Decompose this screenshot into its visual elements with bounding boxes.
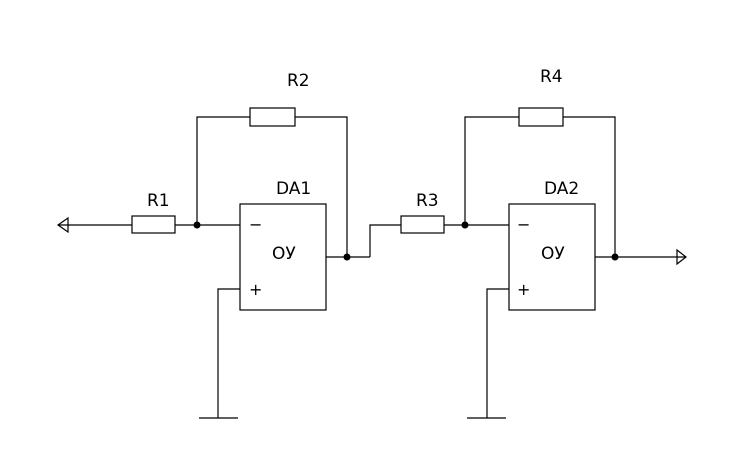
da2-plus-wire: [486, 288, 509, 418]
wire-r2-left: [196, 116, 250, 225]
da1-body-text: ОУ: [272, 244, 296, 264]
junction-node-2: [343, 253, 351, 261]
da1-plus-sign: +: [249, 280, 262, 299]
da2-minus-sign: −: [517, 215, 530, 234]
da1-minus-sign: −: [249, 215, 262, 234]
da2-label: DA2: [544, 179, 579, 199]
wire-r2-right: [295, 116, 348, 257]
da2-plus-sign: +: [517, 280, 530, 299]
wire-to-r3: [369, 224, 401, 257]
resistor-r2-label: R2: [287, 71, 310, 91]
da2-body-text: ОУ: [541, 244, 565, 264]
junction-node-4: [611, 253, 619, 261]
da1-plus-wire: [217, 288, 240, 418]
resistor-r4: [518, 107, 564, 127]
resistor-r3-label: R3: [416, 191, 439, 211]
output-arrow-icon: [676, 248, 687, 266]
resistor-r2: [249, 107, 296, 127]
wire-r4-right: [563, 116, 616, 257]
opamp-da2: [508, 203, 596, 311]
wire-r4-left: [464, 116, 519, 225]
resistor-r1-label: R1: [147, 191, 170, 211]
resistor-r1: [131, 215, 176, 234]
resistor-r3: [400, 215, 445, 234]
resistor-r4-label: R4: [540, 67, 563, 87]
da1-label: DA1: [276, 179, 311, 199]
